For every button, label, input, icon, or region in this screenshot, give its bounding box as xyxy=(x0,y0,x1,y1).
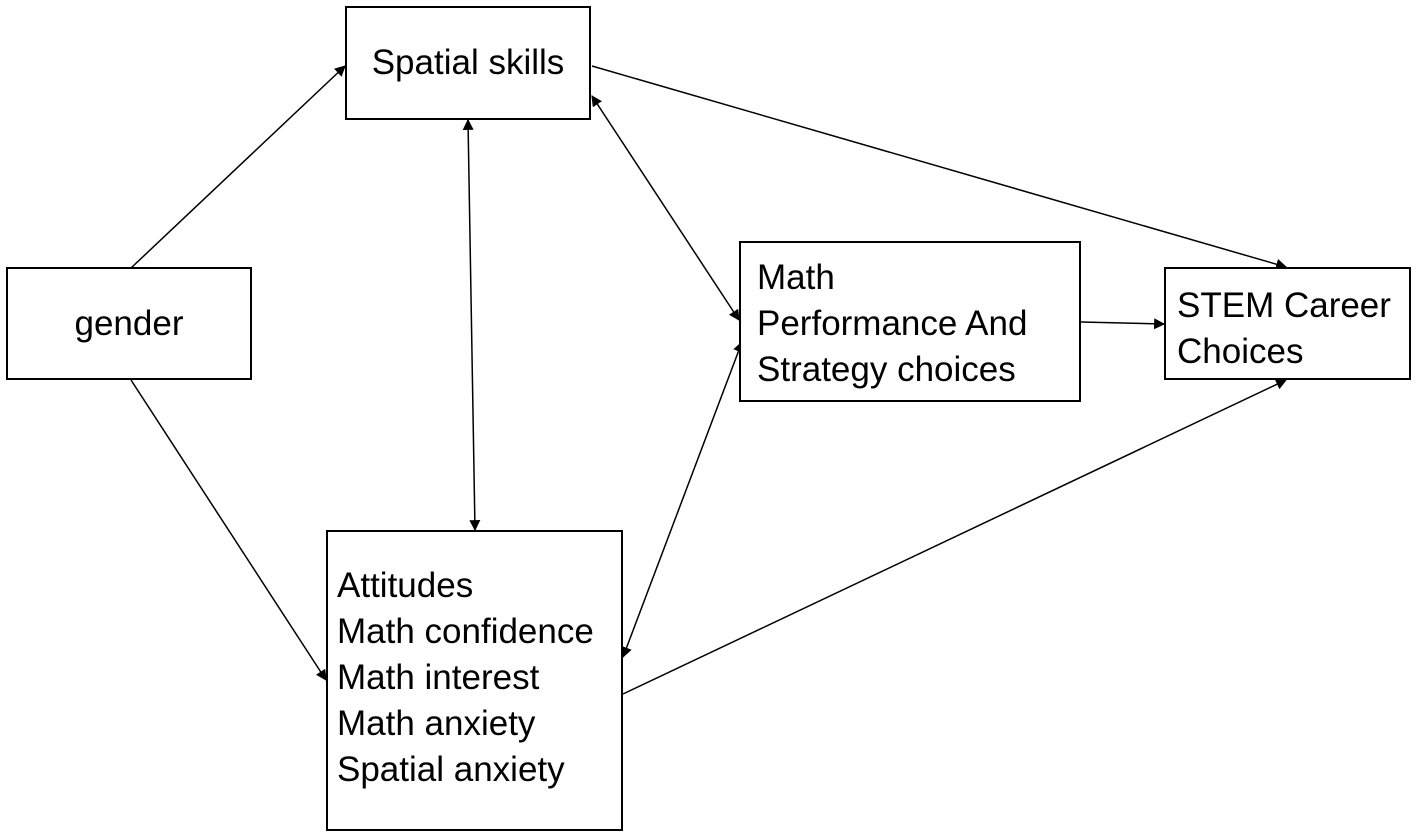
node-label: Spatial skills xyxy=(371,43,565,82)
node-label-line: Math anxiety xyxy=(337,704,536,743)
node-label-line: Math confidence xyxy=(337,612,594,651)
node-label-line: STEM Career xyxy=(1177,286,1391,325)
node-label-line: Spatial anxiety xyxy=(337,750,565,789)
node-label-line: Math xyxy=(757,258,835,297)
edge-gender-to-spatial-skills xyxy=(130,65,346,269)
node-stem-career-choices: STEM Career Choices xyxy=(1164,267,1411,380)
edge-attitudes-to-math-performance xyxy=(621,340,744,659)
node-spatial-skills: Spatial skills xyxy=(345,6,591,120)
edge-attitudes-to-stem-career xyxy=(622,379,1287,695)
node-attitudes: Attitudes Math confidence Math interest … xyxy=(326,530,623,831)
edge-gender-to-attitudes xyxy=(130,379,327,681)
node-label-line: Attitudes xyxy=(337,566,474,605)
node-label-line: Performance And xyxy=(757,304,1028,343)
node-label-line: Strategy choices xyxy=(757,350,1016,389)
edge-math-performance-to-stem-career xyxy=(1080,318,1166,330)
node-gender: gender xyxy=(6,267,252,380)
node-label-line: Math interest xyxy=(337,658,540,697)
node-math-performance: Math Performance And Strategy choices xyxy=(739,241,1081,402)
edge-spatial-skills-to-math-performance xyxy=(591,95,740,321)
node-label: gender xyxy=(74,303,184,343)
node-label-line: Choices xyxy=(1177,332,1304,371)
edge-spatial-skills-to-attitudes xyxy=(462,118,481,532)
edge-spatial-skills-to-stem-career xyxy=(591,65,1288,270)
